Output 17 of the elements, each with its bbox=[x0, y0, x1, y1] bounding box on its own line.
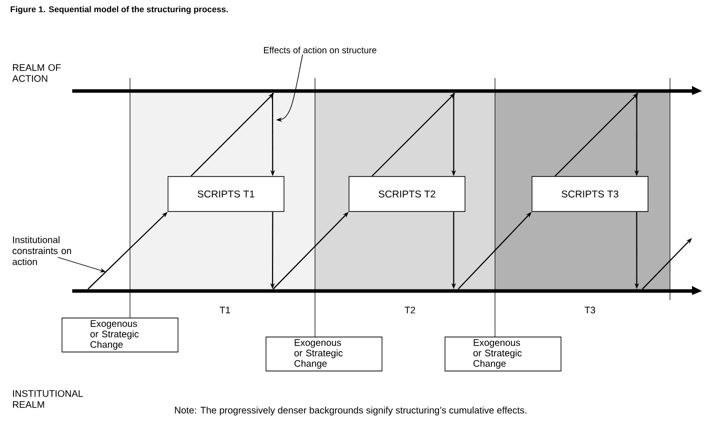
axis-arrow bbox=[72, 286, 702, 295]
period-label: T3 bbox=[584, 306, 596, 314]
period-label: T2 bbox=[404, 306, 416, 314]
change-box: Exogenous or Strategic Change bbox=[62, 318, 178, 352]
change-box: Exogenous or Strategic Change bbox=[444, 336, 562, 372]
change-box: Exogenous or Strategic Change bbox=[266, 336, 382, 372]
note-text: Note: The progressively denser backgrounds signify structuring’s cumulative effects. bbox=[174, 406, 526, 416]
realm-label: INSTITUTIONAL REALM bbox=[12, 390, 83, 408]
realm-label: REALM OF ACTION bbox=[12, 64, 61, 82]
annotation-text: Institutional constraints on action bbox=[12, 236, 72, 266]
figure-title: Figure 1. Sequential model of the structuring process. bbox=[10, 6, 228, 14]
scripts-box: SCRIPTS T3 bbox=[532, 176, 648, 212]
axis-arrow bbox=[72, 86, 702, 95]
period-label: T1 bbox=[220, 306, 230, 314]
scripts-box: SCRIPTS T2 bbox=[348, 176, 466, 212]
annotation-text: Effects of action on structure bbox=[264, 46, 376, 54]
scripts-box: SCRIPTS T1 bbox=[168, 176, 284, 212]
